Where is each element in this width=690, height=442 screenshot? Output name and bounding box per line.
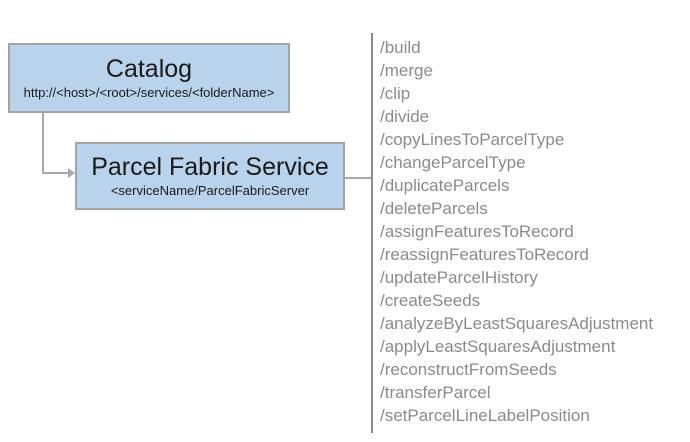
operations-list: /build/merge/clip/divide/copyLinesToParc… <box>380 36 653 427</box>
service-path-template: <serviceName/ParcelFabricServer <box>110 183 310 198</box>
service-to-operations-line <box>345 177 372 179</box>
operation-item: /transferParcel <box>380 383 491 402</box>
operation-item: /createSeeds <box>380 291 481 310</box>
operation-item: /updateParcelHistory <box>380 268 538 287</box>
catalog-title: Catalog <box>105 55 193 83</box>
operation-item: /reconstructFromSeeds <box>380 360 557 379</box>
operation-item: /divide <box>380 107 430 126</box>
operation-item: /copyLinesToParcelType <box>380 130 565 149</box>
service-title: Parcel Fabric Service <box>91 153 329 181</box>
operation-item: /duplicateParcels <box>380 176 510 195</box>
operation-item: /analyzeByLeastSquaresAdjustment <box>380 314 654 333</box>
operation-item: /setParcelLineLabelPosition <box>380 406 590 425</box>
operation-item: /reassignFeaturesToRecord <box>380 245 589 264</box>
parcel-fabric-service-node: Parcel Fabric Service <serviceName/Parce… <box>75 142 345 210</box>
catalog-to-service-horizontal-line <box>42 172 70 174</box>
catalog-url-template: http://<host>/<root>/services/<folderNam… <box>23 85 275 100</box>
operation-item: /merge <box>380 61 433 80</box>
operation-item: /applyLeastSquaresAdjustment <box>380 337 616 356</box>
operations-divider-line <box>371 33 373 433</box>
arrow-right-icon <box>68 168 75 178</box>
operation-item: /deleteParcels <box>380 199 488 218</box>
operation-item: /changeParcelType <box>380 153 526 172</box>
operation-item: /assignFeaturesToRecord <box>380 222 574 241</box>
operation-item: /clip <box>380 84 411 103</box>
catalog-node: Catalog http://<host>/<root>/services/<f… <box>8 43 290 113</box>
catalog-to-service-vertical-line <box>42 113 44 174</box>
operation-item: /build <box>380 38 421 57</box>
